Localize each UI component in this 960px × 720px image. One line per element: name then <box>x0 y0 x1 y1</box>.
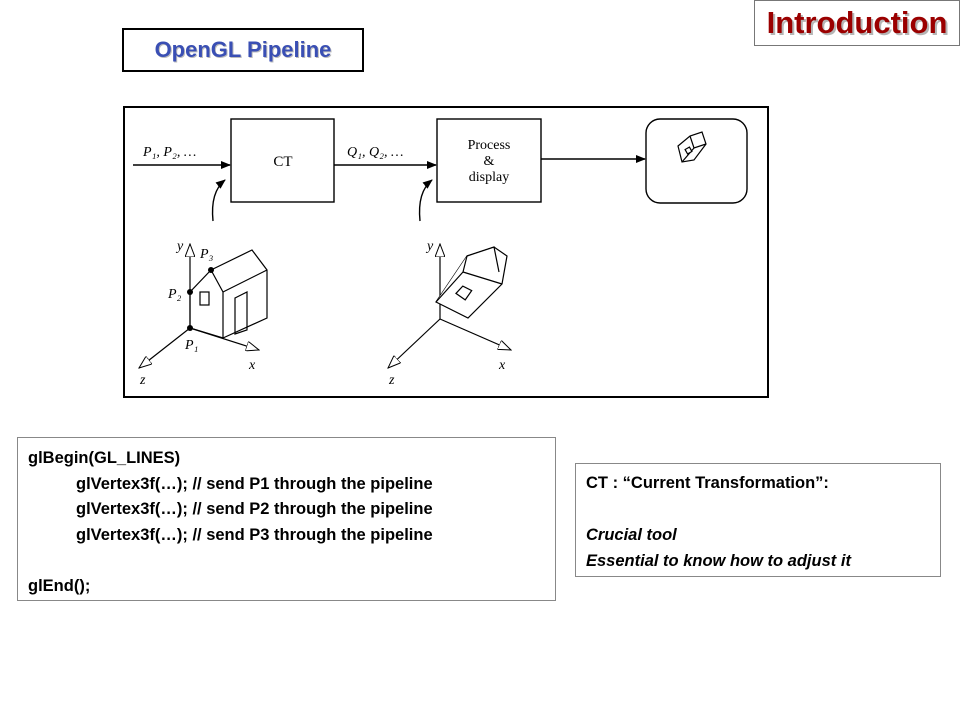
note-line-2: Essential to know how to adjust it <box>586 552 851 570</box>
ct-box <box>230 118 335 203</box>
code-snippet: glBegin(GL_LINES) glVertex3f(…); // send… <box>17 437 556 601</box>
point-p2 <box>187 289 193 295</box>
ampersand-label: & <box>484 154 495 169</box>
display-label: display <box>469 170 509 185</box>
note-line-1: Crucial tool <box>586 526 677 544</box>
pipeline-diagram: P₁, P₂, … CT Q₁, Q₂, … Process & display… <box>123 106 769 398</box>
right-z-axis-label: z <box>388 373 395 388</box>
screen-house-icon <box>677 131 707 163</box>
left-x-axis-label: x <box>248 358 256 373</box>
left-y-axis-label: y <box>175 239 184 254</box>
code-line-begin: glBegin(GL_LINES) <box>28 449 181 467</box>
point-p1 <box>187 325 193 331</box>
subtitle-box: OpenGL Pipeline <box>122 28 364 72</box>
ct-box-label: CT <box>273 154 292 170</box>
section-title: Introduction <box>766 5 948 40</box>
screen-icon <box>645 118 748 204</box>
right-x-axis-label: x <box>498 358 506 373</box>
ct-note: CT : “Current Transformation”: Crucial t… <box>575 463 941 577</box>
point-p3 <box>208 267 214 273</box>
code-line-end: glEnd(); <box>28 576 91 595</box>
label-p1: P₁ <box>184 338 198 353</box>
right-axes <box>388 244 511 368</box>
transformed-house-drawing <box>435 246 508 319</box>
label-p2: P₂ <box>167 287 182 302</box>
process-label: Process <box>468 138 511 153</box>
house-drawing <box>189 249 268 339</box>
right-y-axis-label: y <box>425 239 434 254</box>
left-curve-arrow <box>211 179 226 222</box>
left-z-axis-label: z <box>139 373 146 388</box>
process-display-box <box>436 118 542 203</box>
right-curve-arrow <box>418 179 433 222</box>
code-line-blank <box>28 548 545 574</box>
input-points-label: P₁, P₂, … <box>142 145 196 160</box>
note-blank <box>586 496 930 522</box>
section-title-box: Introduction <box>754 0 960 46</box>
output-points-label: Q₁, Q₂, … <box>347 145 403 160</box>
note-heading: CT : “Current Transformation”: <box>586 474 829 492</box>
code-line-vertex-2: glVertex3f(…); // send P2 through the pi… <box>76 500 433 518</box>
label-p3: P₃ <box>199 247 214 262</box>
code-line-vertex-1: glVertex3f(…); // send P1 through the pi… <box>76 474 433 493</box>
subtitle: OpenGL Pipeline <box>154 37 332 62</box>
code-line-vertex-3: glVertex3f(…); // send P3 through the pi… <box>76 525 433 544</box>
